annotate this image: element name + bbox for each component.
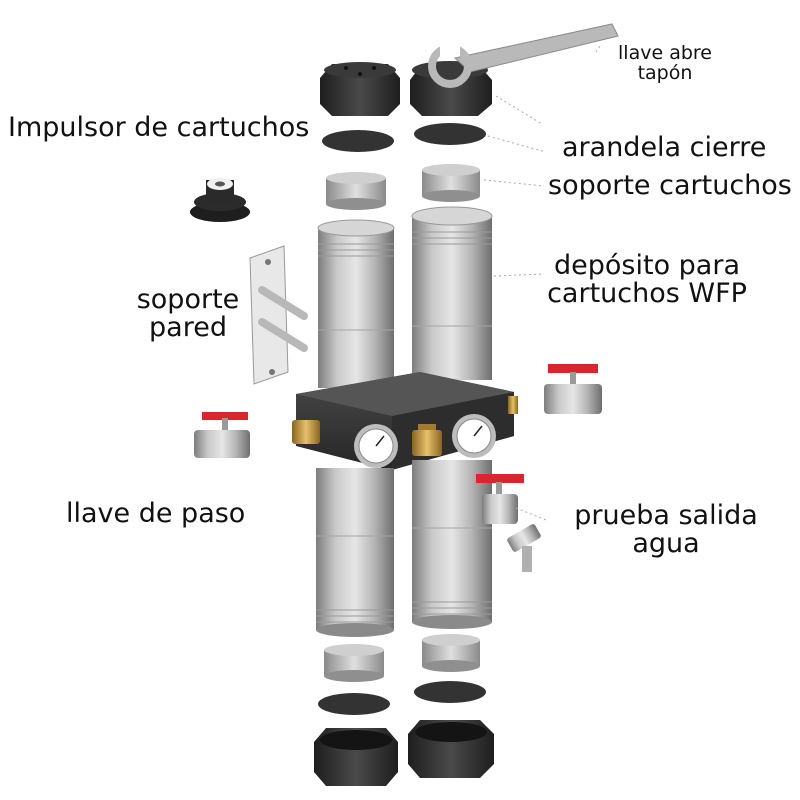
tube-right-lower — [412, 460, 492, 629]
wall-bracket — [250, 246, 304, 384]
ring-top-right — [422, 164, 480, 202]
tube-left-lower — [316, 468, 394, 637]
label-soporte-cartuchos: soporte cartuchos — [548, 172, 792, 200]
gasket-bottom-left — [318, 693, 390, 715]
leader-wrench — [496, 96, 542, 124]
brass-fitting-right — [508, 396, 518, 414]
ball-valve-icon-right — [544, 364, 602, 414]
leader-soporte-cartuchos — [484, 180, 544, 186]
ring-bottom-left — [324, 644, 384, 682]
label-llave-abre-tapon: llave abre tapón — [606, 44, 724, 84]
leader-llave-abre — [596, 46, 600, 52]
test-outlet-fitting — [506, 523, 542, 572]
tube-left-upper — [318, 220, 394, 388]
pressure-gauge-icon — [354, 424, 398, 468]
leader-arandela — [488, 136, 546, 152]
gasket-top-left — [322, 130, 394, 152]
label-arandela-cierre: arandela cierre — [562, 134, 766, 162]
label-deposito-cartuchos: depósito para cartuchos WFP — [544, 252, 750, 309]
gasket-top-right — [414, 123, 486, 145]
ball-valve-icon-test — [476, 474, 524, 524]
label-prueba-salida-agua: prueba salida agua — [566, 502, 766, 559]
bottom-cap-left — [314, 728, 398, 786]
ring-bottom-right — [422, 634, 480, 672]
gasket-bottom-right — [414, 681, 486, 703]
bottom-cap-right — [408, 720, 494, 778]
label-llave-paso: llave de paso — [66, 500, 245, 528]
leader-deposito — [494, 274, 544, 276]
brass-fitting-left — [292, 420, 320, 444]
leader-prueba — [516, 508, 546, 520]
tube-right-upper — [412, 207, 492, 380]
cartridge-pusher — [190, 178, 250, 222]
label-soporte-pared: soporte pared — [132, 286, 244, 343]
ring-top-left — [326, 172, 386, 210]
pressure-gauge-icon-2 — [452, 414, 496, 458]
label-impulsor-cartuchos: Impulsor de cartuchos — [8, 114, 309, 142]
ball-valve-icon — [194, 412, 250, 458]
top-cap-left — [320, 62, 400, 116]
